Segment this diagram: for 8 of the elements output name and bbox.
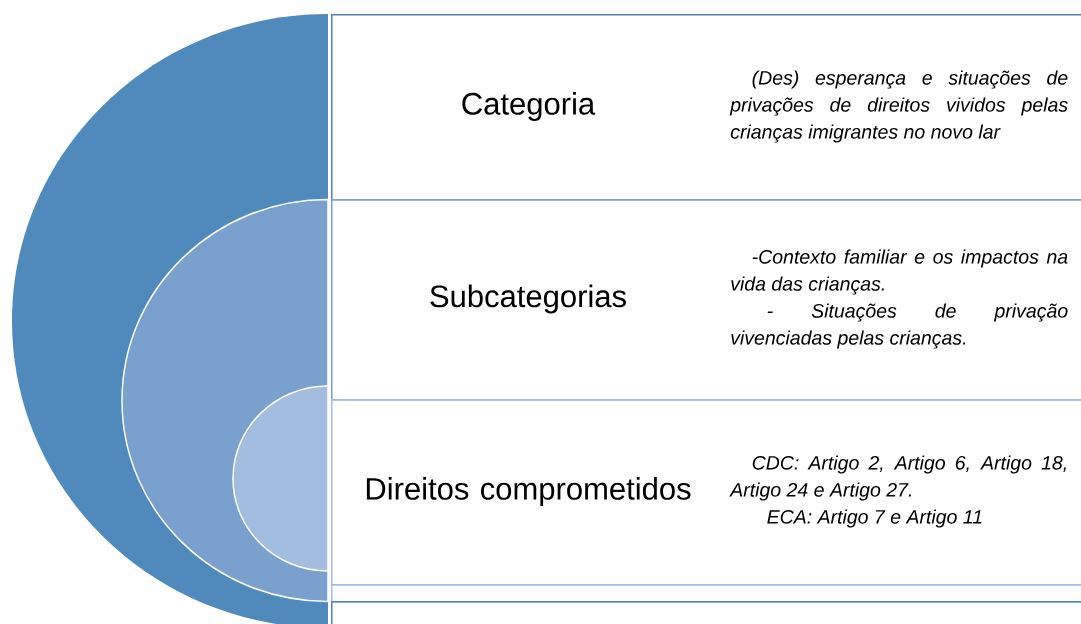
row-text: CDC: Artigo 2, Artigo 6, Artigo 18, Artigo 24 e Artigo 27. ECA: Artigo 7 e Artigo 11	[729, 455, 1066, 528]
row-heading: Direitos comprometidos	[366, 477, 691, 506]
row-text: (Des) esperança e situações de privações de direitos vividos pelas crianças imigrantes no novo lar	[729, 70, 1068, 143]
row-heading: Categoria	[462, 92, 596, 121]
row-text: -Contexto familiar e os impactos na vida das crianças. - Situações de privação vivenciadas pelas crianças.	[731, 249, 1068, 349]
empty-box	[331, 601, 1081, 624]
row-heading: Subcategorias	[430, 284, 626, 314]
empty-box	[331, 584, 1081, 603]
